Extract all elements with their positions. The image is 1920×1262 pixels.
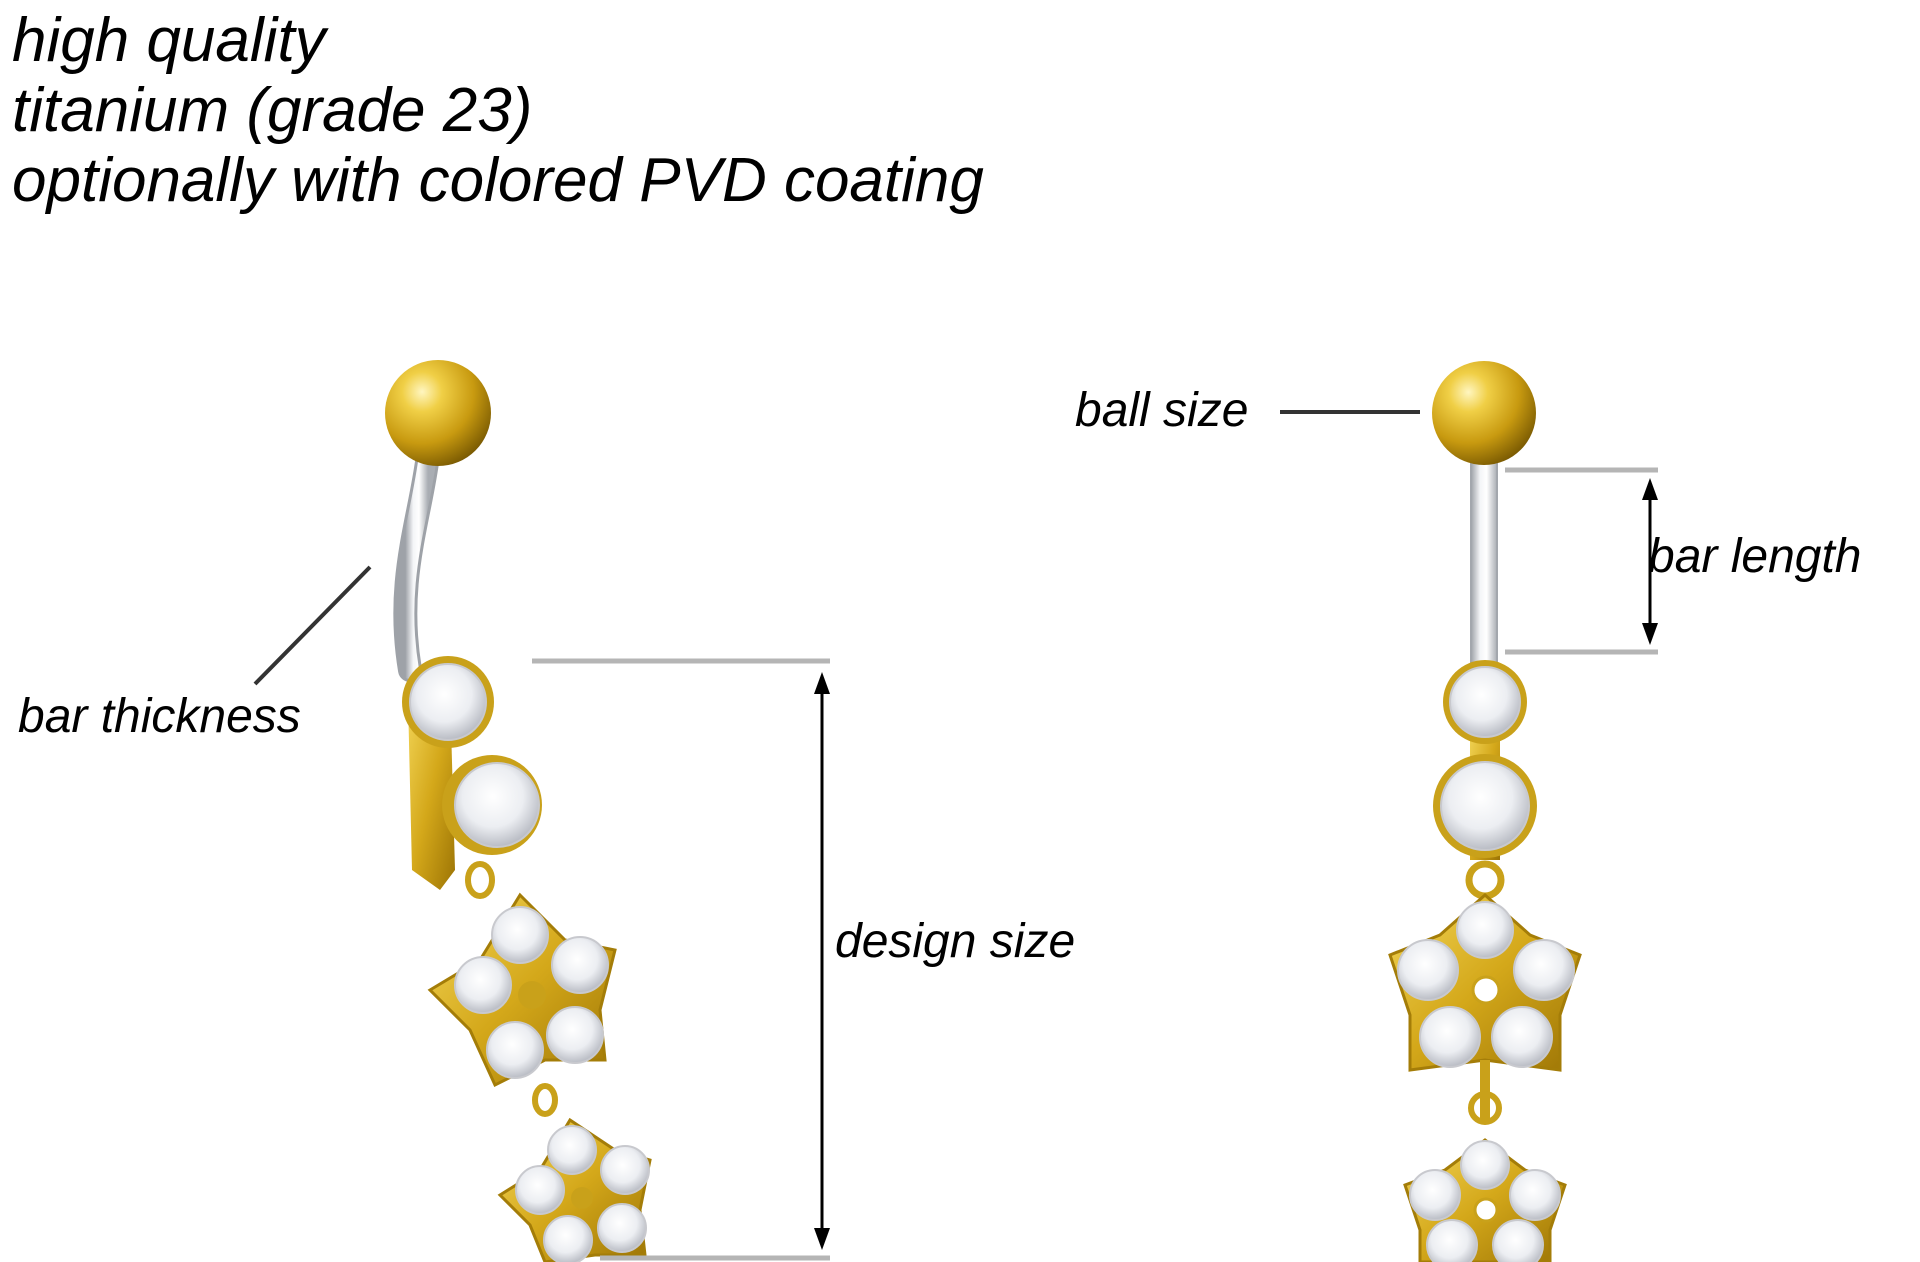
design-size-arrow <box>814 672 830 1250</box>
headline-quality: high quality <box>12 6 326 75</box>
headline-material: titanium (grade 23) <box>12 76 533 145</box>
left-piercing <box>385 360 652 1262</box>
straight-bar <box>1470 439 1498 666</box>
crystal-large <box>442 755 542 855</box>
bar-thickness-label: bar thickness <box>18 690 301 743</box>
right-piercing <box>1388 361 1582 1262</box>
top-ball <box>1432 361 1536 465</box>
bar-length-arrow <box>1642 478 1658 645</box>
crystal-top <box>1443 660 1527 744</box>
flower-charm-upper <box>427 892 617 1088</box>
top-ball <box>385 360 491 466</box>
ball-size-label: ball size <box>1075 384 1249 437</box>
crystal-top <box>402 656 494 748</box>
flower-charm-lower <box>497 1117 652 1262</box>
design-size-label: design size <box>835 915 1076 968</box>
flower-charm-lower <box>1403 1138 1567 1262</box>
bar-length-label: bar length <box>1648 530 1862 583</box>
flower-charm-upper <box>1388 892 1582 1072</box>
crystal-large <box>1433 754 1537 858</box>
headline-coating: optionally with colored PVD coating <box>12 146 984 215</box>
bar-thickness-leader <box>253 565 372 686</box>
